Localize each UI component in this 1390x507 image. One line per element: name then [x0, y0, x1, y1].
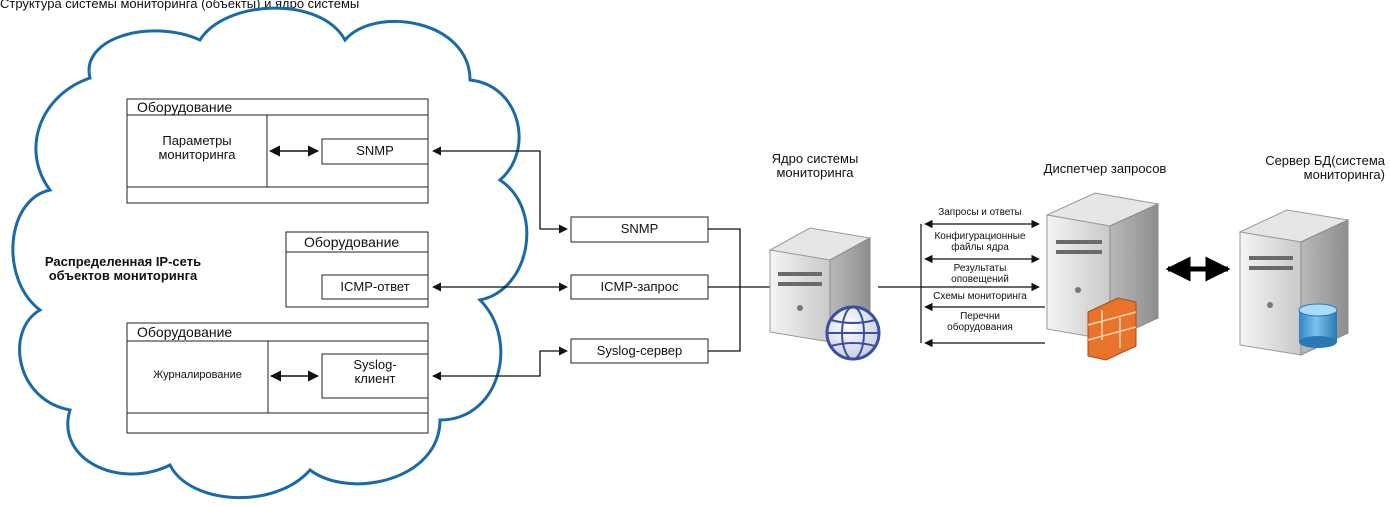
monitoring-params-box [126, 114, 268, 188]
journaling-box [126, 340, 269, 414]
syslog-client-label: Syslog- клиент [353, 357, 397, 386]
database-icon [1298, 303, 1338, 348]
dispatcher-server-icon [1045, 192, 1160, 341]
snmp-agent-box [321, 138, 429, 165]
snmp-protocol-label: SNMP [620, 221, 659, 236]
journaling-label: Журналирование [153, 369, 242, 381]
equipment-title-2: Оборудование [304, 234, 400, 250]
icmp-request-box [570, 274, 709, 300]
snmp-link [432, 146, 568, 234]
icmp-reply-box [321, 274, 429, 300]
icmp-request-label: ICMP-запрос [600, 279, 679, 294]
flow-label-4: Схемы мониторинга [933, 291, 1027, 302]
icmp-reply-label: ICMP-ответ [340, 279, 410, 294]
core-label: Ядро системы мониторинга [771, 151, 859, 180]
flow-label-1: Запросы и ответы [938, 207, 1022, 218]
snmp-agent-label: SNMP [356, 143, 394, 158]
monitoring-params-label: Параметры мониторинга [158, 133, 236, 162]
firewall-icon [1087, 297, 1137, 361]
db-server-icon [1238, 209, 1350, 356]
core-server-icon [768, 227, 872, 343]
syslog-link [432, 346, 568, 381]
syslog-server-box [570, 338, 709, 364]
dispatcher-label: Диспетчер запросов [1043, 161, 1167, 176]
flow-label-2: Конфигурационные файлы ядра [934, 231, 1026, 253]
db-server-label: Сервер БД(система мониторинга) [1265, 153, 1385, 182]
flow-label-5: Перечни оборудования [947, 311, 1013, 333]
syslog-server-label: Syslog-сервер [596, 343, 683, 358]
equipment-title-1: Оборудование [137, 99, 233, 115]
cloud-label: Распределенная IP-сеть объектов монитори… [44, 254, 202, 283]
globe-icon [825, 305, 881, 361]
snmp-protocol-box [570, 216, 709, 243]
equipment-title-3: Оборудование [137, 324, 233, 340]
syslog-client-box [321, 353, 429, 399]
flow-label-3: Результаты оповещений [951, 263, 1009, 285]
bus-to-core [708, 228, 741, 352]
figure-caption: Структура системы мониторинга (объекты) … [0, 0, 360, 11]
